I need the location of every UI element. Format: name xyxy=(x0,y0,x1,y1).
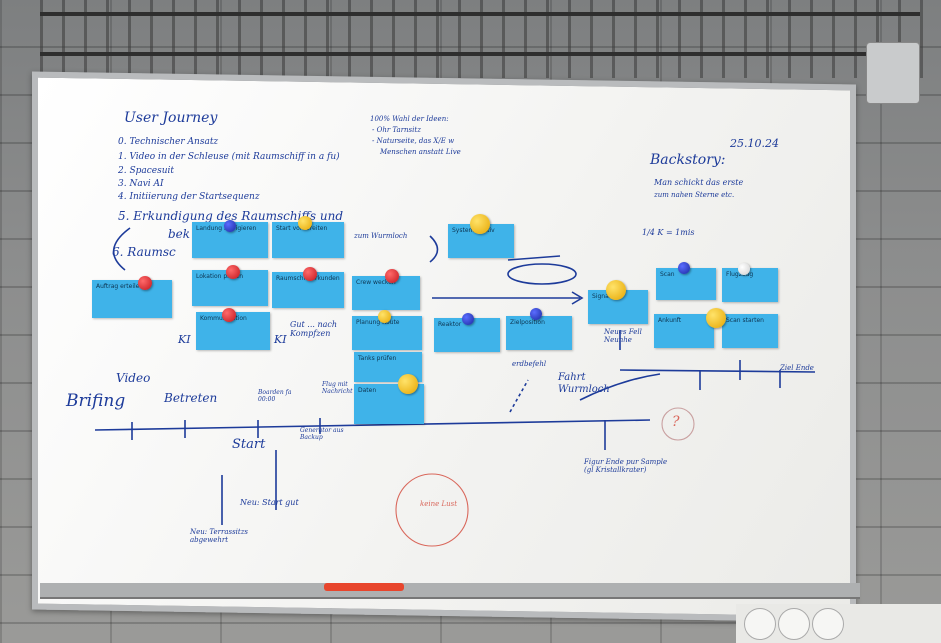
step-0: 0. Technischer Ansatz xyxy=(118,137,219,147)
right-timeline xyxy=(619,369,816,373)
step-5: 5. Erkundigung des Raumschiffs und xyxy=(118,209,344,223)
label-start: Start xyxy=(232,437,266,452)
timeline-line xyxy=(94,419,651,431)
red-magnet xyxy=(303,267,317,281)
marker-tray xyxy=(40,583,860,599)
yellow-magnet xyxy=(398,374,418,394)
dashed-connector xyxy=(509,379,529,413)
date-text: 25.10.24 xyxy=(730,137,779,150)
user-journey-heading: User Journey xyxy=(124,110,218,126)
power-outlet xyxy=(744,608,776,640)
label-zum-wurmloch: zum Wurmloch xyxy=(354,232,408,240)
white-magnet xyxy=(738,263,750,275)
label-ki-2: KI xyxy=(274,333,287,346)
top-note-3: - Naturseite, das X/E w xyxy=(372,137,455,145)
top-note-1: 100% Wahl der Ideen: xyxy=(370,115,449,123)
label-keine-lust: keine Lust xyxy=(420,500,458,508)
ellipse-top-line xyxy=(507,255,561,261)
sticky-note: Auftrag erteilen xyxy=(92,280,172,318)
curve-arrow xyxy=(579,373,661,401)
yellow-magnet xyxy=(606,280,626,300)
power-outlet xyxy=(812,608,844,640)
rack-bar-top xyxy=(40,12,920,16)
label-fahrt: Fahrt Wurmloch xyxy=(558,372,610,395)
question-circle xyxy=(661,407,695,441)
blue-magnet xyxy=(530,308,542,320)
yellow-magnet xyxy=(470,214,490,234)
red-magnet xyxy=(226,265,240,279)
label-flug: Flug mit Nachricht xyxy=(322,381,353,395)
backstory-title: Backstory: xyxy=(650,152,726,168)
step-2: 2. Spacesuit xyxy=(118,166,175,176)
blue-magnet xyxy=(462,313,474,325)
label-gut: Gut ... nach Kompfzen xyxy=(290,320,338,339)
label-start-gut: Neu: Start gut xyxy=(240,498,299,507)
red-magnet xyxy=(385,269,399,283)
label-neu-terr: Neu: Terrassitzs abgewehrt xyxy=(190,528,249,545)
sticky-note: Crew wecken xyxy=(352,276,420,310)
label-figur: Figur Ende pur Sample (gl Kristallkrater… xyxy=(584,458,668,475)
label-ki-1: KI xyxy=(178,333,191,346)
bracket-right xyxy=(429,235,439,263)
step-4: 4. Initiierung der Startsequenz xyxy=(118,192,260,202)
red-marker xyxy=(324,583,404,591)
sticky-note: Scan starten xyxy=(722,314,778,348)
step-3: 3. Navi AI xyxy=(118,179,164,189)
sticky-note: Zielposition xyxy=(506,316,572,350)
bracket-left xyxy=(112,227,131,271)
label-video: Video xyxy=(116,371,151,385)
label-erdbefehl: erdbefehl xyxy=(512,360,547,368)
sticky-note: Ankunft xyxy=(654,314,714,348)
backstory-line-2: zum nahen Sterne etc. xyxy=(654,191,735,199)
sticky-note: Planung Route xyxy=(352,316,422,350)
label-question: ? xyxy=(672,414,680,430)
backstory-formula: 1/4 K = 1mis xyxy=(642,228,695,237)
red-magnet xyxy=(222,308,236,322)
label-briefing: Brifing xyxy=(66,391,126,411)
red-magnet xyxy=(138,276,152,290)
label-betreten: Betreten xyxy=(164,391,218,405)
label-boarding: Boarden fa 00:00 xyxy=(258,389,292,403)
yellow-magnet xyxy=(298,216,312,230)
label-ziel: Ziel Ende xyxy=(780,364,814,372)
step-5b: bek xyxy=(168,227,191,241)
sticky-note: Flugzeug xyxy=(722,268,778,302)
power-outlet xyxy=(778,608,810,640)
label-neues: Neues Fell Neunhe xyxy=(604,328,642,345)
yellow-magnet xyxy=(706,308,726,328)
rack-bar-bottom xyxy=(40,52,920,56)
top-note-2: - Ohr Tarnsitz xyxy=(372,126,421,134)
yellow-magnet xyxy=(378,310,391,323)
step-6: 6. Raumsc xyxy=(112,245,176,259)
blue-magnet xyxy=(678,262,690,274)
step-1: 1. Video in der Schleuse (mit Raumschiff… xyxy=(118,152,340,162)
ellipse-shape xyxy=(507,263,577,285)
wall-bracket xyxy=(866,42,920,104)
label-generator: Generator aus Backup xyxy=(300,427,344,441)
arrow-head xyxy=(571,291,584,305)
top-note-4: Menschen anstatt Live xyxy=(380,148,461,156)
blue-magnet xyxy=(224,220,236,232)
red-circle-drawing xyxy=(395,473,469,547)
backstory-line-1: Man schickt das erste xyxy=(654,178,744,187)
